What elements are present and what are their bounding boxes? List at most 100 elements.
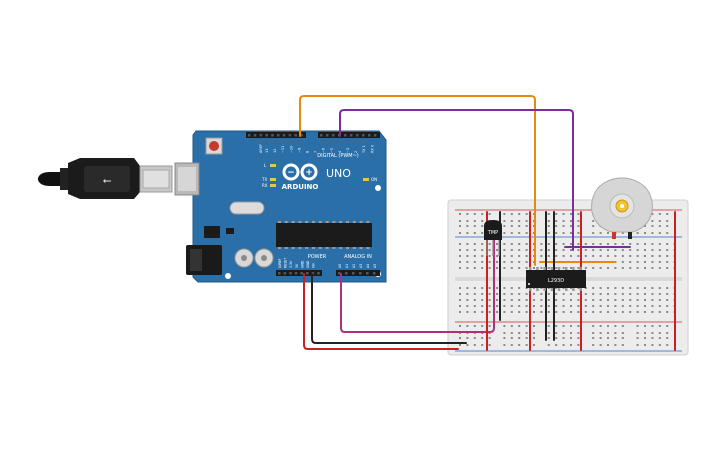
breadboard-hole bbox=[562, 337, 565, 339]
breadboard-hole bbox=[592, 255, 595, 257]
breadboard-hole bbox=[570, 243, 572, 245]
breadboard-hole bbox=[592, 243, 595, 245]
header-hole bbox=[288, 134, 292, 137]
l293d-label: L293D bbox=[548, 278, 564, 284]
breadboard-hole bbox=[555, 337, 558, 339]
breadboard-hole bbox=[658, 337, 661, 339]
l-led-label: L bbox=[264, 163, 267, 168]
breadboard-hole bbox=[555, 243, 558, 245]
digital-pin-label: 13 bbox=[265, 149, 269, 153]
driver-pin bbox=[565, 267, 568, 270]
chip-pin bbox=[339, 247, 343, 249]
header-hole bbox=[265, 134, 268, 137]
breadboard-hole bbox=[510, 232, 513, 234]
breadboard-hole bbox=[666, 243, 669, 245]
breadboard-hole bbox=[473, 255, 476, 257]
breadboard-hole bbox=[629, 287, 632, 289]
breadboard-hole bbox=[651, 344, 654, 346]
breadboard-hole bbox=[525, 243, 528, 245]
breadboard-hole bbox=[607, 267, 609, 269]
breadboard-hole bbox=[518, 243, 521, 245]
breadboard-hole bbox=[614, 293, 617, 295]
breadboard-hole bbox=[459, 337, 461, 339]
crystal bbox=[229, 201, 265, 215]
breadboard-hole bbox=[651, 305, 654, 307]
breadboard-hole bbox=[592, 220, 595, 222]
breadboard-hole bbox=[636, 293, 639, 295]
breadboard-hole bbox=[481, 220, 484, 222]
breadboard-hole bbox=[592, 311, 595, 313]
breadboard-hole bbox=[614, 325, 617, 327]
breadboard-hole bbox=[629, 267, 632, 269]
header-hole bbox=[289, 272, 292, 275]
breadboard-hole bbox=[496, 311, 498, 313]
analog-pin-label: A0 bbox=[338, 264, 342, 268]
breadboard-hole bbox=[488, 287, 491, 289]
breadboard-hole bbox=[629, 305, 632, 307]
driver-pin bbox=[579, 267, 582, 270]
digital-pin-label: ~6 bbox=[322, 148, 326, 153]
breadboard-hole bbox=[466, 267, 469, 269]
breadboard-hole bbox=[666, 332, 669, 334]
breadboard-hole bbox=[562, 225, 565, 227]
digital-pin-label: ~3 bbox=[346, 148, 350, 153]
breadboard-hole bbox=[651, 299, 654, 301]
breadboard-hole bbox=[525, 344, 528, 346]
header-hole bbox=[368, 134, 371, 137]
breadboard-hole bbox=[562, 305, 565, 307]
breadboard-hole bbox=[496, 255, 498, 257]
l293d-driver[interactable]: L293D bbox=[526, 267, 586, 291]
breadboard-hole bbox=[459, 344, 461, 346]
chip-pin bbox=[284, 221, 288, 223]
breadboard-hole bbox=[518, 344, 521, 346]
breadboard-hole bbox=[503, 311, 506, 313]
breadboard-hole bbox=[621, 267, 624, 269]
breadboard-hole bbox=[466, 249, 469, 251]
chip-pin bbox=[359, 247, 363, 249]
wire-red-5v bbox=[303, 273, 459, 350]
breadboard-hole bbox=[577, 255, 580, 257]
breadboard-hole bbox=[540, 311, 543, 313]
breadboard-hole bbox=[496, 287, 498, 289]
wire-orange-pin10 bbox=[299, 95, 536, 266]
breadboard-hole bbox=[592, 337, 595, 339]
breadboard-hole bbox=[621, 243, 624, 245]
breadboard-hole bbox=[644, 225, 646, 227]
breadboard-hole bbox=[488, 243, 491, 245]
header-hole bbox=[311, 272, 315, 275]
breadboard-hole bbox=[459, 287, 461, 289]
chip-pin bbox=[346, 221, 349, 223]
breadboard-hole bbox=[466, 261, 469, 263]
breadboard-hole bbox=[525, 232, 528, 234]
breadboard-hole bbox=[510, 261, 513, 263]
power-pin-label: RESET bbox=[284, 258, 288, 268]
tmp-sensor[interactable]: TMP bbox=[484, 220, 502, 256]
driver-pin bbox=[543, 288, 546, 291]
breadboard-hole bbox=[562, 220, 565, 222]
breadboard-hole bbox=[555, 232, 558, 234]
breadboard-hole bbox=[503, 220, 506, 222]
breadboard-hole bbox=[555, 305, 558, 307]
breadboard-hole bbox=[584, 305, 587, 307]
breadboard-hole bbox=[607, 337, 609, 339]
arduino-model: UNO bbox=[326, 167, 351, 180]
driver-pin bbox=[543, 267, 546, 270]
breadboard-hole bbox=[651, 255, 654, 257]
chip-pin bbox=[278, 247, 281, 249]
driver-pin bbox=[550, 288, 554, 291]
breadboard-hole bbox=[510, 243, 513, 245]
header-hole bbox=[300, 134, 303, 137]
breadboard-hole bbox=[636, 287, 639, 289]
dc-motor[interactable] bbox=[591, 177, 653, 239]
breadboard-hole bbox=[503, 293, 506, 295]
breadboard-hole bbox=[503, 255, 506, 257]
breadboard-hole bbox=[599, 249, 602, 251]
breadboard-hole bbox=[459, 293, 461, 295]
arduino-uno-board[interactable]: − + ARDUINO UNO L TX RX ON DIGITAL (PWM~… bbox=[174, 130, 387, 283]
breadboard-hole bbox=[658, 220, 661, 222]
breadboard-hole bbox=[592, 293, 595, 295]
breadboard-hole bbox=[518, 325, 521, 327]
digital-pin-label: 7 bbox=[314, 151, 318, 153]
breadboard-hole bbox=[481, 293, 484, 295]
breadboard-hole bbox=[651, 293, 654, 295]
